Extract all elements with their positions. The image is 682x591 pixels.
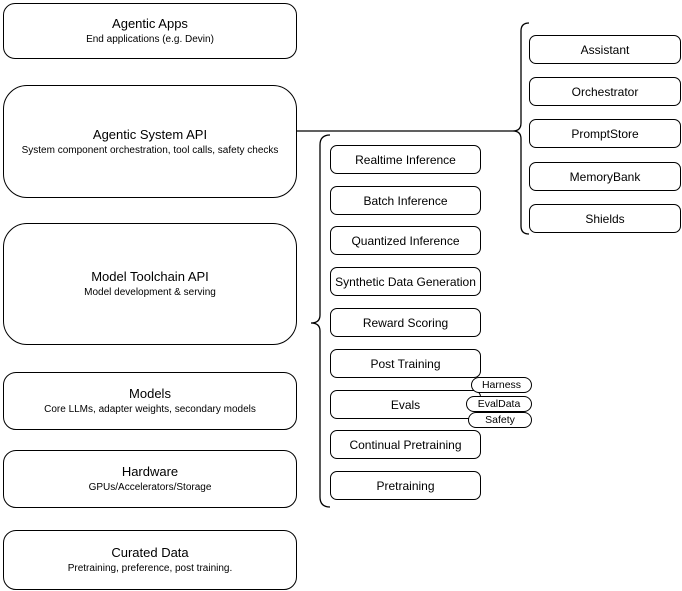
tag-safety: Safety — [468, 412, 532, 428]
node-shields: Shields — [529, 204, 681, 233]
node-quantized-inference: Quantized Inference — [330, 226, 481, 255]
box-title: Model Toolchain API — [91, 269, 209, 284]
box-subtitle: System component orchestration, tool cal… — [21, 144, 279, 156]
node-synthetic-data-generation: Synthetic Data Generation — [330, 267, 481, 296]
box-title: Curated Data — [111, 545, 189, 560]
node-promptstore: PromptStore — [529, 119, 681, 148]
box-subtitle: GPUs/Accelerators/Storage — [88, 482, 212, 493]
box-subtitle: Core LLMs, adapter weights, secondary mo… — [44, 404, 256, 415]
system-bracket — [512, 22, 530, 235]
node-batch-inference: Batch Inference — [330, 186, 481, 215]
node-assistant: Assistant — [529, 35, 681, 64]
box-model-toolchain-api: Model Toolchain API Model development & … — [3, 223, 297, 345]
node-memorybank: MemoryBank — [529, 162, 681, 191]
toolchain-bracket — [310, 134, 331, 508]
box-title: Agentic System API — [92, 126, 208, 142]
box-subtitle: End applications (e.g. Devin) — [86, 34, 214, 45]
node-realtime-inference: Realtime Inference — [330, 145, 481, 174]
box-hardware: Hardware GPUs/Accelerators/Storage — [3, 450, 297, 508]
box-models: Models Core LLMs, adapter weights, secon… — [3, 372, 297, 430]
box-subtitle: Model development & serving — [84, 287, 216, 298]
tag-evaldata: EvalData — [466, 396, 532, 412]
node-evals: Evals — [330, 390, 481, 419]
box-title: Agentic Apps — [112, 16, 188, 31]
node-orchestrator: Orchestrator — [529, 77, 681, 106]
tag-harness: Harness — [471, 377, 532, 393]
box-agentic-apps: Agentic Apps End applications (e.g. Devi… — [3, 3, 297, 59]
box-curated-data: Curated Data Pretraining, preference, po… — [3, 530, 297, 590]
node-pretraining: Pretraining — [330, 471, 481, 500]
node-reward-scoring: Reward Scoring — [330, 308, 481, 337]
box-agentic-system-api: Agentic System API System component orch… — [3, 85, 297, 198]
node-post-training: Post Training — [330, 349, 481, 378]
node-continual-pretraining: Continual Pretraining — [330, 430, 481, 459]
box-subtitle: Pretraining, preference, post training. — [67, 563, 233, 574]
box-title: Models — [129, 386, 171, 401]
box-title: Hardware — [121, 464, 179, 479]
